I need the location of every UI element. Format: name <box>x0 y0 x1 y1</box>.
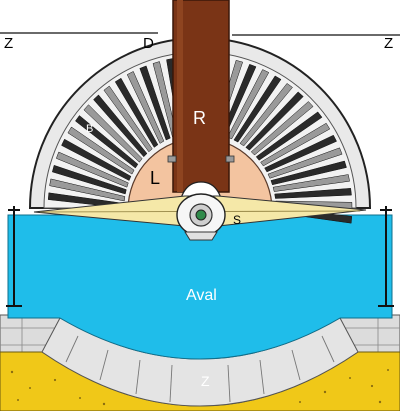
label-s-shaft: S <box>233 213 241 227</box>
turbine-blade <box>267 147 343 179</box>
turbine-blade <box>55 151 129 188</box>
label-r-rod: R <box>193 108 206 128</box>
turbine-blade <box>233 75 282 143</box>
turbine-blade <box>245 91 304 151</box>
turbine-blade <box>250 101 314 156</box>
anchor-rod-right <box>378 206 394 307</box>
turbine-blade <box>260 122 331 167</box>
turbine-blade <box>264 134 337 173</box>
label-aval: Aval <box>186 287 217 304</box>
turbine-blade <box>49 178 126 202</box>
turbine-blade <box>270 160 347 186</box>
turbine-blade <box>255 111 323 161</box>
turbine-blade <box>67 126 135 175</box>
sand-speckles <box>10 369 389 406</box>
turbine-blade <box>239 83 293 147</box>
turbine-blade <box>93 94 148 158</box>
rod-bracket-left <box>167 155 177 163</box>
label-b-blade: B <box>86 123 93 135</box>
turbine-blade <box>51 164 127 195</box>
arch-joints <box>65 335 335 403</box>
turbine-blade <box>114 77 159 148</box>
turbine-blade <box>103 85 153 153</box>
axle-core <box>195 209 207 221</box>
label-l-hub: L <box>150 168 160 188</box>
turbine-blade <box>272 174 350 192</box>
turbine-blade <box>227 69 270 140</box>
turbine-blade <box>83 104 143 163</box>
turbine-blade <box>61 138 132 181</box>
rod-bracket-right <box>225 155 235 163</box>
label-z-left: Z <box>4 35 13 52</box>
turbine-blade <box>126 71 165 144</box>
water-body <box>7 214 393 360</box>
turbine-blade <box>274 188 352 199</box>
label-z-bottom: Z <box>201 373 210 389</box>
drive-rod-highlight <box>177 0 183 192</box>
anchor-rod-left <box>6 206 22 307</box>
label-d-top: D <box>143 35 154 52</box>
turbine-blade <box>139 65 171 141</box>
turbine-blade <box>75 115 139 169</box>
bearing-clamp <box>184 231 218 241</box>
label-z-right: Z <box>384 35 393 52</box>
